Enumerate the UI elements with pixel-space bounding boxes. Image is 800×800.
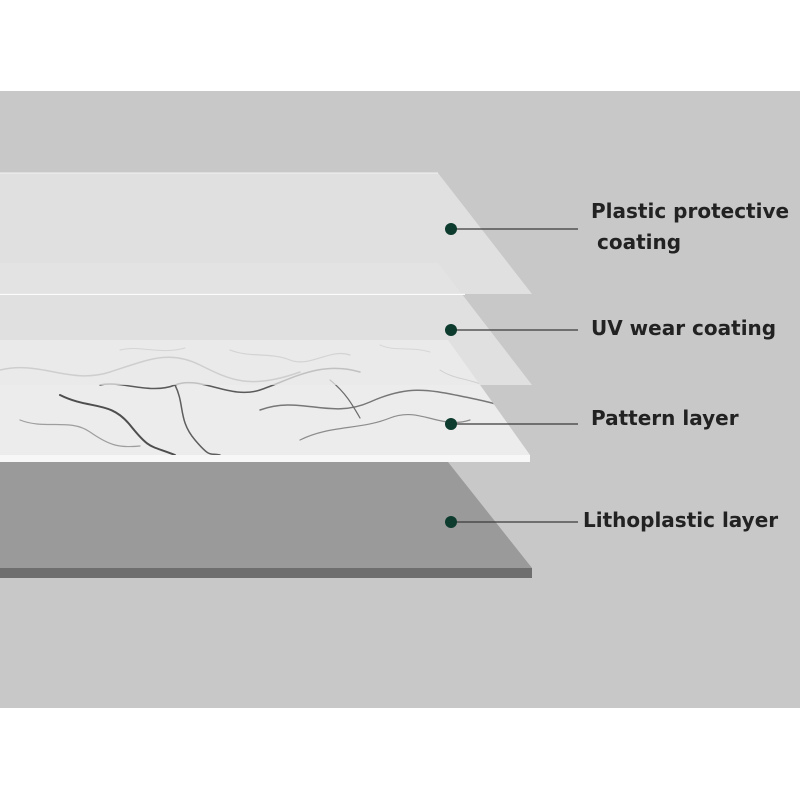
- callout-protective: [445, 223, 578, 235]
- callout-litho: [445, 516, 578, 528]
- pattern-layer-edge: [0, 455, 530, 462]
- label-lithoplastic-layer: Lithoplastic layer: [583, 508, 779, 532]
- label-pattern-layer: Pattern layer: [591, 406, 739, 430]
- label-uv-wear-coating: UV wear coating: [591, 316, 777, 340]
- label-plastic-protective-coating: Plastic protective coating: [591, 196, 789, 258]
- plastic-protective-coating-layer: [0, 172, 532, 294]
- callout-pattern: [445, 418, 578, 430]
- callout-uv: [445, 324, 578, 336]
- lithoplastic-layer-edge: [0, 568, 532, 578]
- callout-dot: [445, 516, 457, 528]
- callout-dot: [445, 418, 457, 430]
- callout-dot: [445, 324, 457, 336]
- callout-dot: [445, 223, 457, 235]
- lithoplastic-layer: [0, 462, 532, 578]
- label-plastic-line2: coating: [597, 230, 682, 254]
- label-plastic-line1: Plastic protective: [591, 199, 790, 223]
